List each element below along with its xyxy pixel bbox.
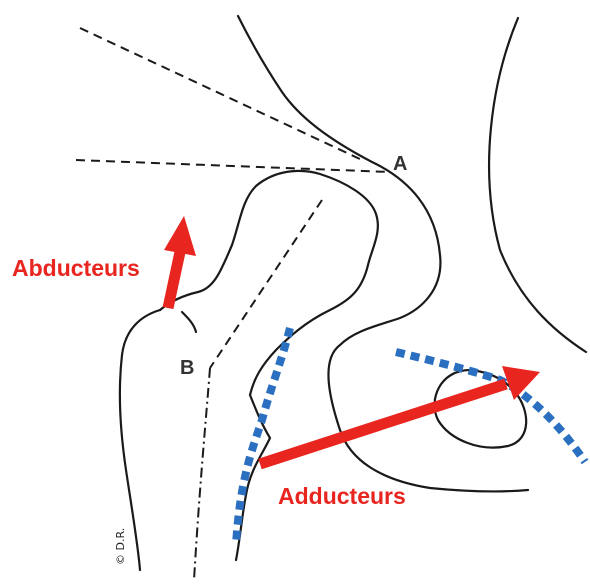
- reference-line-upper: [80, 28, 362, 160]
- femoral-axis-line: [194, 368, 210, 580]
- point-b-label: B: [180, 357, 194, 379]
- photo-credit: © D.R.: [114, 528, 127, 565]
- reference-line-neck-axis: [210, 200, 322, 368]
- pelvis-outline: [489, 18, 586, 352]
- point-a-label: A: [393, 153, 407, 175]
- reference-line-horizontal: [76, 160, 390, 172]
- trochanter-notch: [182, 312, 196, 332]
- abductors-label: Abducteurs: [12, 255, 140, 281]
- adductors-label: Adducteurs: [278, 483, 406, 509]
